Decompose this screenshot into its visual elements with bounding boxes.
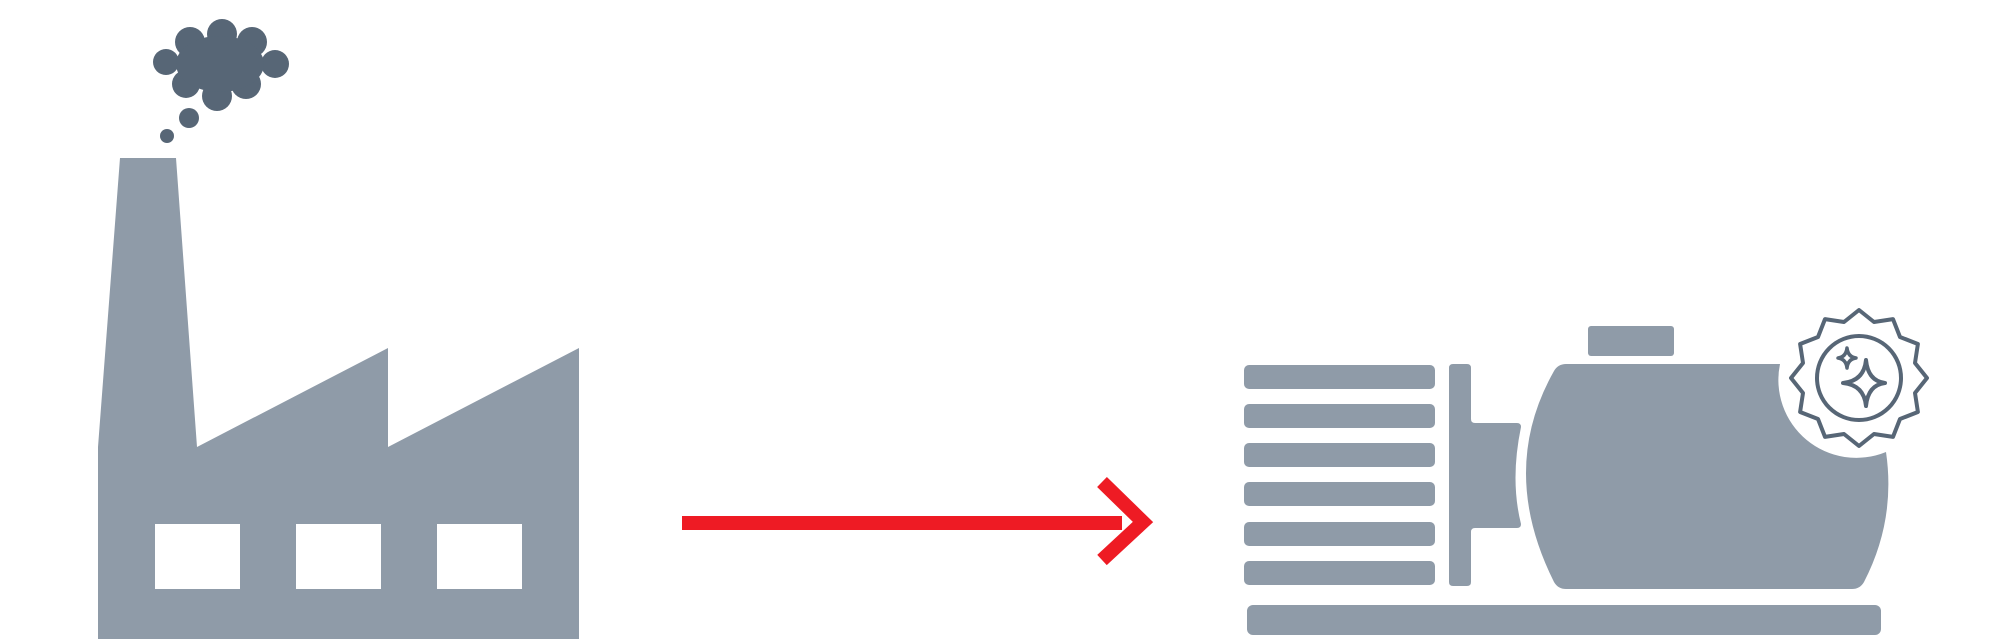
cooling-fin [1244, 404, 1435, 428]
cooling-fin [1244, 561, 1435, 585]
cooling-fin [1244, 443, 1435, 467]
arrow-shaft [682, 516, 1122, 530]
terminal-box [1588, 326, 1674, 356]
sparkle-seal-badge-icon [1789, 308, 1929, 448]
factory-window [155, 524, 240, 589]
smoke-cloud-icon [153, 19, 289, 143]
right-arrow-icon [682, 476, 1154, 566]
electric-motor-icon [1244, 326, 1889, 635]
smoke-puff [179, 108, 199, 128]
seal-inner-ring [1815, 334, 1903, 422]
sparkle-large [1841, 358, 1887, 408]
arrow-head [1097, 476, 1154, 566]
factory-window [296, 524, 381, 589]
factory-window [437, 524, 522, 589]
motor-housing [1526, 364, 1889, 589]
cooling-fin [1244, 482, 1435, 506]
factory-building [98, 158, 579, 639]
cooling-fins [1244, 365, 1435, 585]
motor-base [1247, 605, 1881, 635]
seal-outline [1789, 308, 1929, 448]
sparkle-small [1836, 346, 1858, 370]
cooling-fin [1244, 522, 1435, 546]
motor-flange [1449, 364, 1521, 586]
factory-icon [98, 158, 579, 639]
cooling-fin [1244, 365, 1435, 389]
smoke-puff [160, 129, 174, 143]
